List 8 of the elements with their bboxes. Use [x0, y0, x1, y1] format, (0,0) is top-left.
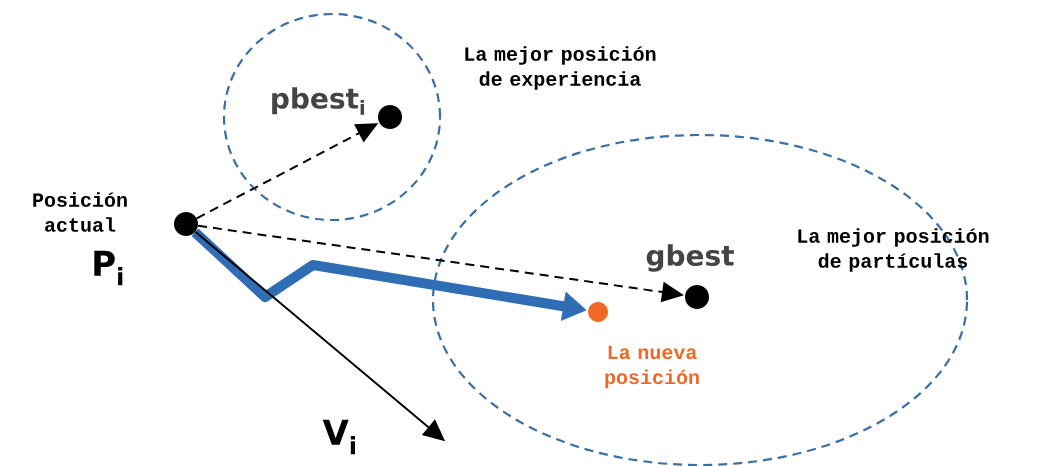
edge-label: V$_{i}$: [321, 418, 359, 456]
point-label: pbest$_{i}$: [272, 87, 364, 115]
region-label: La mejor posición de partículas: [798, 228, 989, 272]
point-label: La nueva posición: [605, 345, 699, 389]
point-label: P$_{i}$: [94, 250, 123, 286]
point-label: Posición actual: [33, 192, 127, 232]
point-label: gbest: [646, 244, 734, 272]
region-label: La mejor posición de experiencia: [465, 46, 656, 90]
